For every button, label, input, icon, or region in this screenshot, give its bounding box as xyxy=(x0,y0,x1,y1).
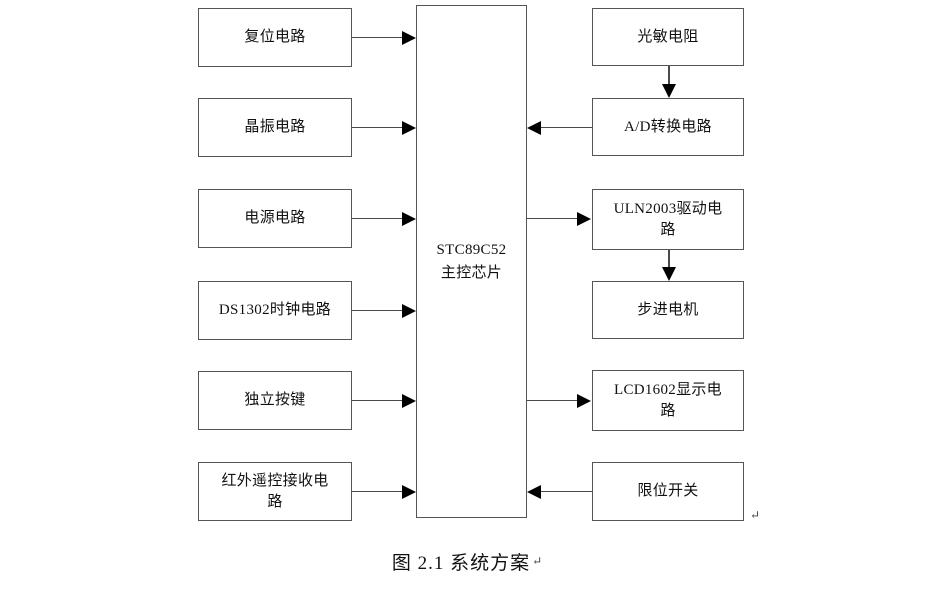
block-lcd1602-display-circuit-label: LCD1602显示电 路 xyxy=(613,382,722,419)
connector-ds1302-to-mcu xyxy=(352,310,404,311)
block-limit-switch-label: 限位开关 xyxy=(637,483,699,500)
connector-power-to-mcu xyxy=(352,218,404,219)
figure-caption: 图 2.1 系统方案↵ xyxy=(0,548,933,575)
block-uln2003-driver-circuit[interactable]: ULN2003驱动电 路 xyxy=(592,189,744,250)
arrowhead-keys-to-mcu xyxy=(402,394,416,408)
arrowhead-photoresistor-to-ad xyxy=(662,84,676,98)
block-stc89c52-mcu[interactable]: STC89C52 主控芯片 xyxy=(416,5,527,518)
block-lcd1602-display-circuit[interactable]: LCD1602显示电 路 xyxy=(592,370,744,431)
arrowhead-infrared-to-mcu xyxy=(402,485,416,499)
arrowhead-mcu-to-uln2003 xyxy=(577,212,591,226)
block-power-supply-circuit[interactable]: 电源电路 xyxy=(198,189,352,248)
block-ds1302-clock-circuit[interactable]: DS1302时钟电路 xyxy=(198,281,352,340)
block-reset-circuit[interactable]: 复位电路 xyxy=(198,8,352,67)
connector-uln2003-to-stepper xyxy=(668,250,670,269)
block-photoresistor[interactable]: 光敏电阻 xyxy=(592,8,744,66)
block-reset-circuit-label: 复位电路 xyxy=(244,29,306,46)
connector-reset-to-mcu xyxy=(352,37,404,38)
arrowhead-reset-to-mcu xyxy=(402,31,416,45)
connector-limit-switch-to-mcu xyxy=(540,491,592,492)
block-stepper-motor[interactable]: 步进电机 xyxy=(592,281,744,339)
arrowhead-limit-switch-to-mcu xyxy=(527,485,541,499)
block-stepper-motor-label: 步进电机 xyxy=(637,301,699,318)
arrowhead-mcu-to-lcd1602 xyxy=(577,394,591,408)
trailing-pilcrow-mark: ↵ xyxy=(750,508,761,522)
arrowhead-ds1302-to-mcu xyxy=(402,304,416,318)
arrowhead-ad-to-mcu xyxy=(527,121,541,135)
connector-mcu-to-lcd1602 xyxy=(527,400,579,401)
block-crystal-oscillator-circuit-label: 晶振电路 xyxy=(244,119,306,136)
block-crystal-oscillator-circuit[interactable]: 晶振电路 xyxy=(198,98,352,157)
connector-mcu-to-uln2003 xyxy=(527,218,579,219)
arrowhead-uln2003-to-stepper xyxy=(662,267,676,281)
connector-infrared-to-mcu xyxy=(352,491,404,492)
connector-keys-to-mcu xyxy=(352,400,404,401)
connector-crystal-to-mcu xyxy=(352,127,404,128)
figure-caption-text: 图 2.1 系统方案 xyxy=(391,553,531,574)
block-infrared-remote-receiver-circuit-label: 红外遥控接收电 路 xyxy=(221,473,329,510)
block-photoresistor-label: 光敏电阻 xyxy=(637,28,699,45)
block-ad-conversion-circuit-label: A/D转换电路 xyxy=(624,118,712,135)
block-limit-switch[interactable]: 限位开关 xyxy=(592,462,744,521)
block-power-supply-circuit-label: 电源电路 xyxy=(244,210,306,227)
block-stc89c52-mcu-label: STC89C52 主控芯片 xyxy=(436,242,507,281)
block-ad-conversion-circuit[interactable]: A/D转换电路 xyxy=(592,98,744,156)
connector-ad-to-mcu xyxy=(540,127,592,128)
block-independent-keys-label: 独立按键 xyxy=(244,392,306,409)
block-uln2003-driver-circuit-label: ULN2003驱动电 路 xyxy=(613,201,723,238)
block-independent-keys[interactable]: 独立按键 xyxy=(198,371,352,430)
arrowhead-power-to-mcu xyxy=(402,212,416,226)
block-infrared-remote-receiver-circuit[interactable]: 红外遥控接收电 路 xyxy=(198,462,352,521)
block-ds1302-clock-circuit-label: DS1302时钟电路 xyxy=(218,302,332,319)
connector-photoresistor-to-ad xyxy=(668,66,670,86)
caption-pilcrow-mark: ↵ xyxy=(532,554,544,568)
arrowhead-crystal-to-mcu xyxy=(402,121,416,135)
